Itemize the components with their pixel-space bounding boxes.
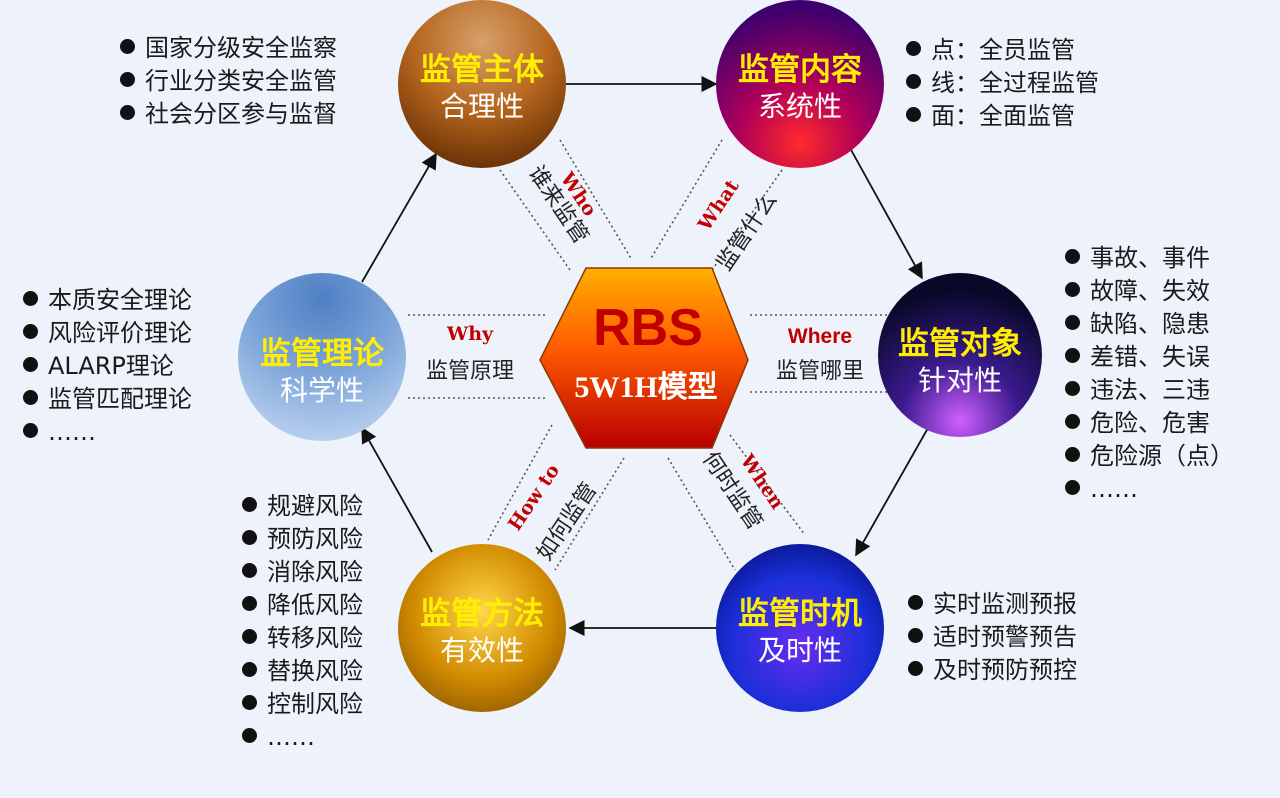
- subject-list-item: 国家分级安全监察: [120, 32, 337, 65]
- method-list-item: 降低风险: [242, 589, 363, 622]
- node-subject-title: 监管主体: [420, 52, 544, 88]
- timing-list-item: 适时预警预告: [908, 621, 1077, 654]
- content-list: 点：全员监管线：全过程监管面：全面监管: [906, 34, 1099, 133]
- center-hexagon: RBS 5W1H模型: [539, 267, 749, 449]
- theory-list-item: 风险评价理论: [23, 317, 192, 350]
- subject-list: 国家分级安全监察行业分类安全监管社会分区参与监督: [120, 32, 337, 131]
- node-content-subtitle: 系统性: [758, 90, 842, 123]
- object-list-item: 危险、危害: [1065, 407, 1234, 440]
- node-theory-subtitle: 科学性: [280, 374, 364, 407]
- method-list-item: ……: [242, 721, 363, 754]
- node-subject: 监管主体 合理性: [398, 0, 566, 168]
- connector-howto: How to 如何监管: [504, 460, 602, 565]
- content-list-item: 面：全面监管: [906, 100, 1099, 133]
- method-list-item: 规避风险: [242, 490, 363, 523]
- method-list: 规避风险预防风险消除风险降低风险转移风险替换风险控制风险……: [242, 490, 363, 754]
- node-timing-subtitle: 及时性: [758, 634, 842, 667]
- node-object-subtitle: 针对性: [918, 364, 1002, 397]
- method-list-item: 消除风险: [242, 556, 363, 589]
- subject-list-item: 行业分类安全监管: [120, 65, 337, 98]
- center-title: RBS: [593, 299, 703, 357]
- connector-who: Who 谁来监管: [523, 161, 601, 248]
- object-list-item: 违法、三违: [1065, 374, 1234, 407]
- node-method-title: 监管方法: [420, 596, 544, 632]
- center-subtitle: 5W1H模型: [574, 371, 717, 404]
- flow-arrows: [361, 75, 929, 637]
- connector-where: Where 监管哪里: [776, 325, 864, 384]
- object-list-item: 故障、失效: [1065, 275, 1234, 308]
- method-list-item: 预防风险: [242, 523, 363, 556]
- node-method-subtitle: 有效性: [440, 634, 524, 667]
- theory-list-item: ……: [23, 416, 192, 449]
- dotted-connectors: [408, 139, 893, 571]
- connector-why-tag: Why: [446, 323, 494, 345]
- subject-list-item: 社会分区参与监督: [120, 98, 337, 131]
- node-timing: 监管时机 及时性: [716, 544, 884, 712]
- node-theory-title: 监管理论: [260, 336, 385, 372]
- node-content: 监管内容 系统性: [716, 0, 884, 168]
- node-subject-subtitle: 合理性: [440, 90, 524, 123]
- connector-where-label: 监管哪里: [776, 359, 864, 384]
- object-list-item: 缺陷、隐患: [1065, 308, 1234, 341]
- node-timing-title: 监管时机: [738, 596, 862, 632]
- method-list-item: 转移风险: [242, 622, 363, 655]
- object-list-item: 事故、事件: [1065, 242, 1234, 275]
- object-list: 事故、事件故障、失效缺陷、隐患差错、失误违法、三违危险、危害危险源（点）……: [1065, 242, 1234, 506]
- connector-what: What 监管什么: [693, 176, 782, 276]
- connector-why-label: 监管原理: [426, 359, 514, 384]
- object-list-item: 危险源（点）: [1065, 440, 1234, 473]
- method-list-item: 替换风险: [242, 655, 363, 688]
- connector-why: Why 监管原理: [426, 323, 514, 384]
- connector-where-tag: Where: [788, 325, 852, 348]
- timing-list-item: 实时监测预报: [908, 588, 1077, 621]
- node-object: 监管对象 针对性: [878, 273, 1042, 437]
- object-list-item: 差错、失误: [1065, 341, 1234, 374]
- node-content-title: 监管内容: [738, 52, 862, 88]
- method-list-item: 控制风险: [242, 688, 363, 721]
- content-list-item: 线：全过程监管: [906, 67, 1099, 100]
- theory-list-item: 监管匹配理论: [23, 383, 192, 416]
- object-list-item: ……: [1065, 473, 1234, 506]
- timing-list-item: 及时预防预控: [908, 654, 1077, 687]
- node-theory: 监管理论 科学性: [238, 273, 406, 441]
- node-object-title: 监管对象: [898, 326, 1022, 362]
- node-method: 监管方法 有效性: [398, 544, 566, 712]
- content-list-item: 点：全员监管: [906, 34, 1099, 67]
- timing-list: 实时监测预报适时预警预告及时预防预控: [908, 588, 1077, 687]
- theory-list-item: 本质安全理论: [23, 284, 192, 317]
- theory-list-item: ALARP理论: [23, 350, 192, 383]
- connector-when: When 何时监管: [697, 447, 788, 534]
